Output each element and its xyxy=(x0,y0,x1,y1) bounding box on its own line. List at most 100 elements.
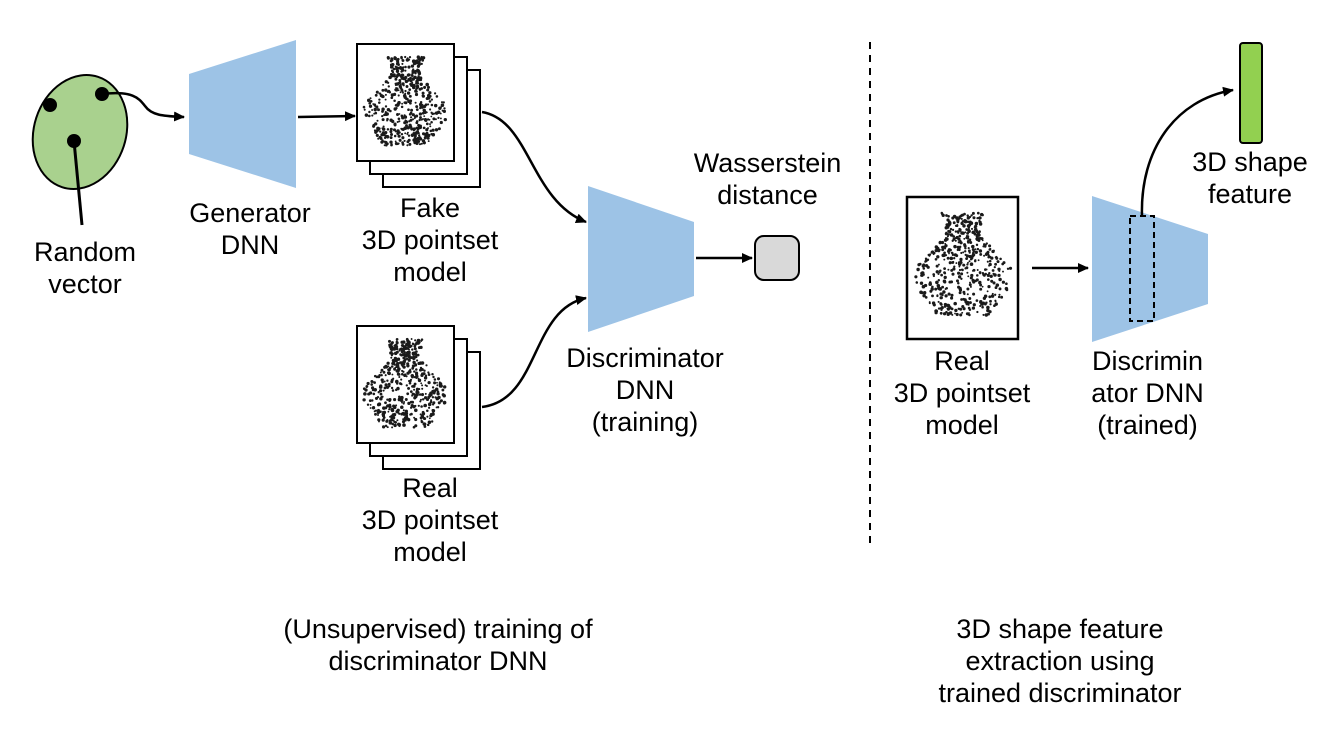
point-cloud-dot xyxy=(420,382,423,385)
point-cloud-dot xyxy=(407,99,411,103)
point-cloud-dot xyxy=(407,387,410,390)
point-cloud-dot xyxy=(390,348,393,352)
point-cloud-dot xyxy=(963,212,966,216)
point-cloud-dot xyxy=(439,399,443,403)
point-cloud-dot xyxy=(968,283,972,287)
point-cloud-dot xyxy=(973,259,977,263)
point-cloud-dot xyxy=(422,118,424,120)
point-cloud-dot xyxy=(974,224,978,229)
point-cloud-dot xyxy=(935,264,939,268)
point-cloud-dot xyxy=(369,407,372,409)
point-cloud-dot xyxy=(409,118,413,122)
point-cloud-dot xyxy=(407,418,411,422)
point-cloud-dot xyxy=(963,237,966,240)
point-cloud-dot xyxy=(405,414,409,418)
point-cloud-dot xyxy=(384,80,388,84)
point-cloud-dot xyxy=(407,79,410,82)
point-cloud-dot xyxy=(369,99,373,103)
point-cloud-dot xyxy=(420,142,423,145)
point-cloud-dot xyxy=(414,92,419,97)
point-cloud-dot xyxy=(379,397,383,401)
point-cloud-dot xyxy=(965,257,969,261)
point-cloud-dot xyxy=(968,260,971,263)
point-cloud-dot xyxy=(945,286,948,290)
point-cloud-dot xyxy=(376,410,380,415)
point-cloud-dot xyxy=(365,385,368,388)
point-cloud-dot xyxy=(383,136,387,140)
point-cloud-dot xyxy=(952,235,956,238)
point-cloud-dot xyxy=(411,348,414,351)
point-cloud-dot xyxy=(381,418,385,422)
point-cloud-dot xyxy=(979,299,983,304)
point-cloud-dot xyxy=(397,94,400,97)
point-cloud-dot xyxy=(949,233,954,237)
point-cloud-dot xyxy=(957,271,961,275)
point-cloud-dot xyxy=(978,236,982,240)
point-cloud-dot xyxy=(939,269,942,273)
point-cloud-dot xyxy=(418,136,421,139)
point-cloud-dot xyxy=(942,290,946,294)
point-cloud-dot xyxy=(404,65,407,69)
point-cloud-dot xyxy=(389,127,393,131)
point-cloud-dot xyxy=(394,58,397,61)
point-cloud-dot xyxy=(975,243,979,247)
point-cloud-dot xyxy=(934,287,938,291)
point-cloud-dot xyxy=(431,420,434,423)
point-cloud-dot xyxy=(422,110,426,113)
point-cloud-dot xyxy=(989,299,992,303)
point-cloud-dot xyxy=(1001,280,1006,284)
generator-dnn-shape xyxy=(189,40,296,188)
point-cloud-dot xyxy=(1005,282,1008,286)
point-cloud-dot xyxy=(392,404,396,408)
point-cloud-dot xyxy=(997,267,1001,271)
point-cloud-dot xyxy=(437,401,441,405)
point-cloud-dot xyxy=(411,72,414,75)
point-cloud-dot xyxy=(420,62,423,65)
point-cloud-dot xyxy=(952,237,956,241)
point-cloud-dot xyxy=(944,244,948,248)
point-cloud-dot xyxy=(428,118,431,121)
point-cloud-dot xyxy=(384,424,388,428)
point-cloud-dot xyxy=(977,239,981,242)
point-cloud-dot xyxy=(960,268,963,271)
point-cloud-dot xyxy=(420,338,424,341)
point-cloud-dot xyxy=(386,56,390,60)
point-cloud-dot xyxy=(394,140,397,143)
point-cloud-dot xyxy=(970,273,974,278)
point-cloud-dot xyxy=(389,65,393,69)
point-cloud-dot xyxy=(384,401,387,405)
point-cloud-dot xyxy=(962,251,965,254)
point-cloud-dot xyxy=(411,118,415,121)
point-cloud-dot xyxy=(412,129,415,132)
point-cloud-dot xyxy=(410,83,414,87)
point-cloud-dot xyxy=(413,370,416,373)
point-cloud-dot xyxy=(393,356,398,361)
point-cloud-dot xyxy=(413,140,417,145)
point-cloud-dot xyxy=(398,375,401,379)
point-cloud-dot xyxy=(399,86,402,89)
point-cloud-dot xyxy=(396,129,400,133)
point-cloud-dot xyxy=(958,268,962,272)
point-cloud-dot xyxy=(415,61,419,65)
point-cloud-dot xyxy=(994,300,997,303)
point-cloud-dot xyxy=(371,380,374,383)
point-cloud-dot xyxy=(426,398,429,402)
point-cloud-dot xyxy=(423,369,426,372)
point-cloud-dot xyxy=(394,130,397,133)
point-cloud-dot xyxy=(977,259,980,262)
point-cloud-dot xyxy=(950,293,954,297)
point-cloud-dot xyxy=(393,92,397,96)
point-cloud-dot xyxy=(414,417,418,422)
point-cloud-dot xyxy=(965,302,969,306)
point-cloud-dot xyxy=(989,247,992,251)
point-cloud-dot xyxy=(968,308,972,311)
point-cloud-dot xyxy=(988,295,992,299)
point-cloud-dot xyxy=(984,313,989,317)
point-cloud-dot xyxy=(420,105,424,109)
point-cloud-dot xyxy=(976,269,979,271)
point-cloud-dot xyxy=(430,399,433,402)
point-cloud-dot xyxy=(385,142,389,146)
point-cloud-dot xyxy=(986,305,990,310)
